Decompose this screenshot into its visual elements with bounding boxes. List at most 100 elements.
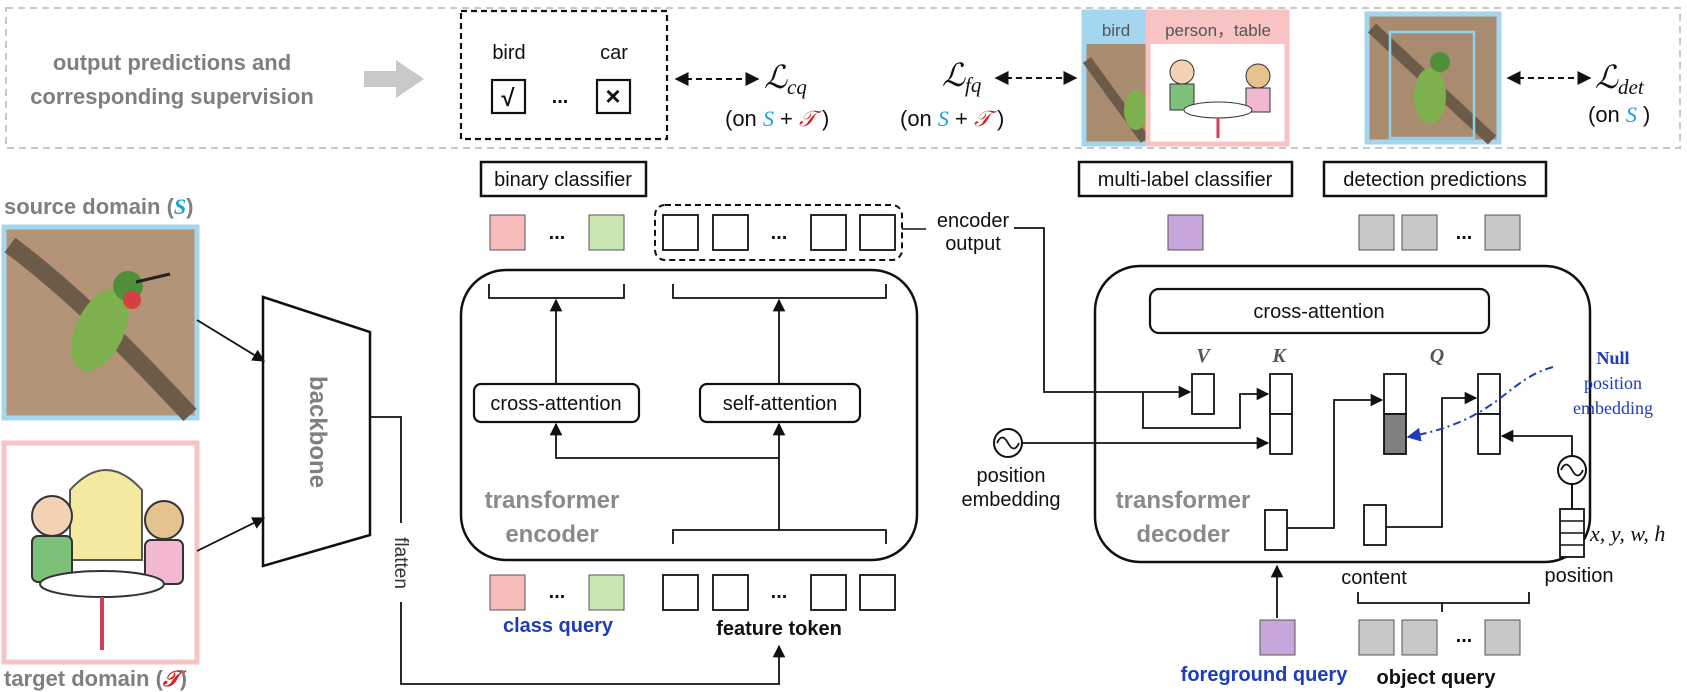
target-domain-label: target domain (𝒯) [4,666,187,691]
detection-predictions-label: detection predictions [1343,169,1526,191]
xywh-label: x, y, w, h [1589,521,1665,546]
foreground-query-label: foreground query [1181,664,1349,686]
target-window-drawing [69,469,143,561]
position-label: position [1545,565,1614,587]
transformer-encoder-block [459,268,919,562]
position-embedding-label-line1: position [977,465,1046,487]
binary-classifier-label: binary classifier [494,169,632,191]
person-table-tag-banner [1150,14,1285,44]
bird-tag-banner [1086,14,1146,44]
flatten-path [370,416,402,523]
source-bird-beak-drawing [135,272,171,284]
encoder-out-feature-token [662,214,699,251]
tag-man-head-drawing [1169,59,1195,85]
transformer-encoder-title-line2: encoder [505,521,598,548]
loss-cq-note: (on S + 𝒯 ) [725,106,829,131]
encoder-output-to-vk-path [1014,227,1192,399]
encoder-class-bracket [488,284,625,299]
encoder-out-feature-token [712,214,749,251]
encoder-out-green-token [588,214,625,251]
top-panel-heading-line1: output predictions and [53,50,291,75]
q-content-token-lower-null [1383,413,1407,455]
class-query-pink-token [489,574,526,611]
encoder-output-dashed-group [654,204,903,261]
detection-predictions-label-box [1322,160,1548,198]
object-to-q-path [1386,391,1478,528]
flatten-label: flatten [390,537,411,589]
encoder-out-feature-token [810,214,847,251]
class-query-green-token [588,574,625,611]
detection-bbox [1388,30,1476,140]
object-query-token [1358,619,1395,656]
null-label-line2: position [1584,373,1642,393]
loss-det-symbol: ℒdet [1595,59,1645,99]
transformer-decoder-block [1093,264,1592,564]
cross-mark-icon: × [605,81,620,111]
encoder-self-attention-label: self-attention [723,393,838,415]
encoder-output-label-line1: encoder [937,210,1010,232]
backbone-label: backbone [304,376,331,488]
output-ellipsis: ... [552,86,569,108]
feature-token-label: feature token [716,618,842,640]
top-panel-heading-line2: corresponding supervision [30,84,314,109]
decoder-cross-attention-label: cross-attention [1253,301,1384,323]
person-table-tag-label: person，table [1165,21,1271,40]
source-domain-label: source domain (S) [4,194,194,219]
binary-classifier-label-box [479,160,648,198]
target-woman-head-drawing [144,500,184,540]
object-query-label: object query [1377,667,1497,689]
tag-woman-head-drawing [1245,63,1271,89]
output-label-car: car [600,42,628,64]
gray-arrow-icon [364,60,424,98]
k-token-lower [1269,413,1293,455]
foreground-query-token [1259,619,1296,656]
target-man-head-drawing [31,495,73,537]
target-to-backbone-arrow [196,517,266,552]
class-query-label: class query [503,615,614,637]
output-label-bird: bird [492,42,525,64]
multilabel-classifier-label-box [1077,160,1294,198]
transformer-decoder-title-line2: decoder [1136,521,1229,548]
foreground-to-q-path [1287,393,1384,529]
detection-bird-head-drawing [1430,52,1450,72]
class-query-ellipsis: ... [549,581,566,603]
feature-token [712,574,749,611]
decoder-out-gray-token [1401,214,1438,251]
q-content-token-upper [1383,373,1407,415]
decoder-cross-attention-box [1148,287,1491,335]
k-token-upper [1269,373,1293,415]
v-token [1191,373,1215,415]
q-label: Q [1430,345,1444,367]
encoder-out-pink-token [489,214,526,251]
feature-token [662,574,699,611]
object-query-token [1484,619,1521,656]
feature-to-cross-attn-arrow [549,422,779,459]
binary-output-box [459,9,669,141]
object-content-token [1363,504,1387,546]
encoder-self-attention-box [698,382,862,424]
encoder-cross-attention-label: cross-attention [490,393,621,415]
object-query-brace [1357,592,1530,612]
decoder-out-purple-token [1167,214,1204,251]
q-position-token-lower [1477,413,1501,455]
encoder-output-label-line2: output [945,233,1001,255]
detection-bird-drawing [1414,68,1446,124]
null-label-line1: Null [1596,348,1629,368]
multilabel-classifier-label: multi-label classifier [1098,169,1273,191]
transformer-encoder-title-line1: transformer [485,487,620,514]
flatten-path-lower [400,602,786,685]
feature-token [810,574,847,611]
encoder-out-feature-token [859,214,896,251]
position-embedding-label-line2: embedding [962,489,1061,511]
sine-wave-icon [996,436,1020,450]
encoder-feature-bracket [672,284,887,299]
loss-det-note: (on S ) [1588,102,1650,127]
foreground-content-token [1264,509,1288,551]
k-label: K [1271,345,1287,367]
feature-token-ellipsis: ... [771,581,788,603]
object-query-ellipsis: ... [1456,625,1473,647]
v-label: V [1196,345,1211,367]
decoder-out-gray-token [1484,214,1521,251]
decoder-out-gray-token [1358,214,1395,251]
